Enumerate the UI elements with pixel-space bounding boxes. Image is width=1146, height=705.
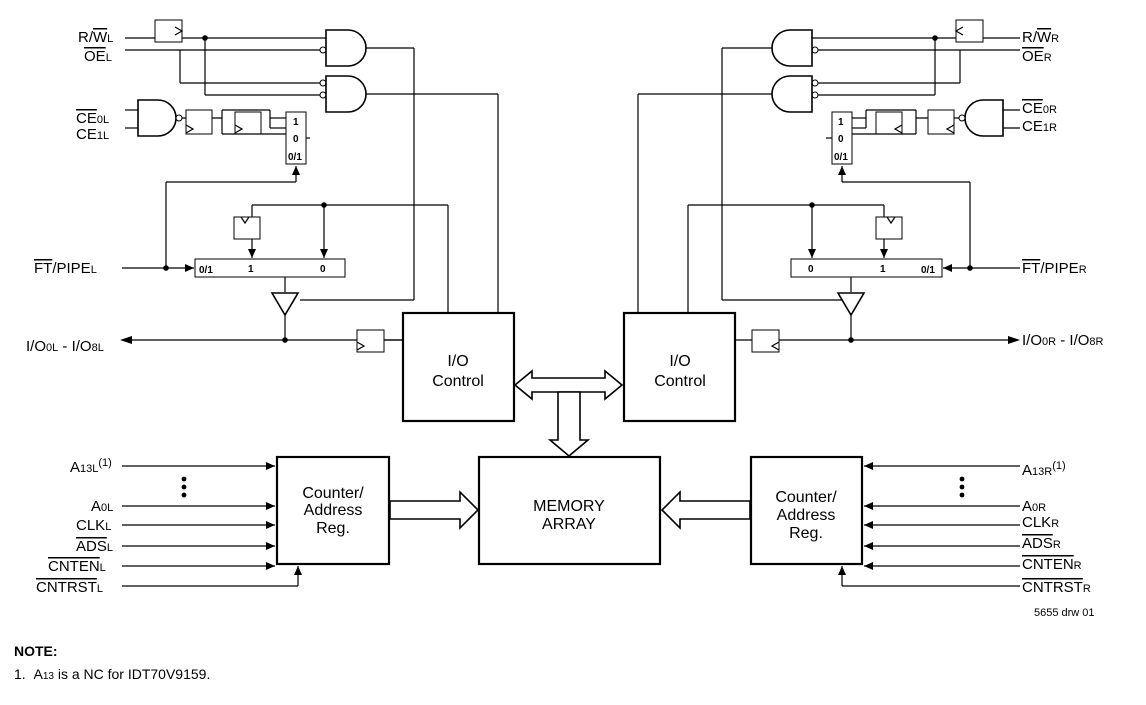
center-core <box>389 369 751 566</box>
label-a13-left: A13L(1) <box>70 457 112 476</box>
label-rw-right: R/WR <box>1022 29 1059 46</box>
pipe-left-0: 0 <box>320 264 326 275</box>
label-cntrst-left: CNTRSTL <box>36 579 103 596</box>
pipe-right-1: 1 <box>880 264 886 275</box>
output-buffer-left <box>270 292 300 317</box>
label-io-right: I/O0R - I/O8R <box>1022 332 1104 349</box>
note-heading: NOTE: <box>14 643 58 659</box>
io-bus-arrow <box>513 369 624 401</box>
rw-right-latch <box>955 19 984 43</box>
pipe-right-latch <box>875 216 903 240</box>
note-sub: 13 <box>42 671 54 682</box>
memory-text-1: MEMORY <box>533 498 605 515</box>
label-io-left: I/O0L - I/O8L <box>26 338 104 355</box>
label-ce0-right: CE0R <box>1022 100 1057 117</box>
right-port <box>622 19 1020 587</box>
mux-right-0: 0 <box>838 134 844 145</box>
label-oe-right: OER <box>1022 48 1052 65</box>
label-ftpipe-left: FT/PIPEL <box>34 260 97 277</box>
counter-right <box>749 455 864 566</box>
io-right-text-1: I/O <box>669 353 690 370</box>
pipe-right-mux <box>790 258 943 278</box>
and-gate-oe-left <box>325 75 367 113</box>
pipe-right-01: 0/1 <box>921 265 935 276</box>
label-a13-right: A13R(1) <box>1022 460 1066 479</box>
mux-left-0: 0 <box>293 134 299 145</box>
addr-right-arrow <box>660 490 751 530</box>
pipe-left-latch <box>233 216 261 240</box>
label-cntrst-right: CNTRSTR <box>1022 579 1091 596</box>
io-control-right <box>622 311 737 423</box>
memory-text-2: ARRAY <box>542 516 596 533</box>
memory-bus-arrow <box>547 391 591 458</box>
mux-right-1: 1 <box>838 117 844 128</box>
counter-right-text-3: Reg. <box>789 525 823 542</box>
label-ce1-right: CE1R <box>1022 118 1057 135</box>
label-rw-left: R/WL <box>78 29 113 46</box>
label-ftpipe-right: FT/PIPER <box>1022 260 1087 277</box>
and-gate-ce-left <box>137 99 177 137</box>
addr-left-arrow <box>389 490 480 530</box>
io-left-text-1: I/O <box>447 353 468 370</box>
pipe-left-mux <box>194 258 346 278</box>
rw-left-latch <box>154 19 183 43</box>
counter-right-text-1: Counter/ <box>775 489 837 506</box>
and-gate-ce-right <box>964 99 1004 137</box>
note-rest: is a NC for IDT70V9159. <box>53 666 211 682</box>
and-gate-rw-right <box>771 29 813 67</box>
memory-array <box>477 455 662 566</box>
label-ce0-left: CE0L <box>76 110 109 127</box>
counter-left-text-3: Reg. <box>316 520 350 537</box>
label-cnten-left: CNTENL <box>48 558 106 575</box>
left-port <box>120 19 516 587</box>
note-num: 1. <box>14 666 26 682</box>
io-left-latch <box>356 329 385 353</box>
output-buffer-right <box>836 292 866 317</box>
io-left-text-2: Control <box>432 373 484 390</box>
label-ads-right: ADSR <box>1022 535 1061 552</box>
note-a: A <box>33 666 43 682</box>
and-gate-oe-right <box>771 75 813 113</box>
label-clk-left: CLKL <box>76 517 111 534</box>
counter-left <box>275 455 391 566</box>
io-right-text-2: Control <box>654 373 706 390</box>
label-a0-left: A0L <box>91 498 113 515</box>
pipe-left-01: 0/1 <box>199 265 213 276</box>
pipe-left-1: 1 <box>248 264 254 275</box>
label-ads-left: ADSL <box>76 538 113 555</box>
label-clk-right: CLKR <box>1022 514 1059 531</box>
drawing-id: 5655 drw 01 <box>1034 607 1095 619</box>
label-ce1-left: CE1L <box>76 126 109 143</box>
io-right-latch <box>751 329 780 353</box>
label-cnten-right: CNTENR <box>1022 556 1082 573</box>
note-line: 1. A13 is a NC for IDT70V9159. <box>14 666 210 682</box>
counter-left-text-1: Counter/ <box>302 485 364 502</box>
counter-left-text-2: Address <box>304 502 363 519</box>
and-gate-rw-left <box>325 29 367 67</box>
label-a0-right: A0R <box>1022 498 1046 515</box>
counter-right-text-2: Address <box>777 507 836 524</box>
mux-left-1: 1 <box>293 117 299 128</box>
mux-left-01: 0/1 <box>288 152 302 163</box>
label-oe-left: OEL <box>84 48 112 65</box>
mux-right-01: 0/1 <box>834 152 848 163</box>
pipe-right-0: 0 <box>808 264 814 275</box>
io-control-left <box>401 311 516 423</box>
